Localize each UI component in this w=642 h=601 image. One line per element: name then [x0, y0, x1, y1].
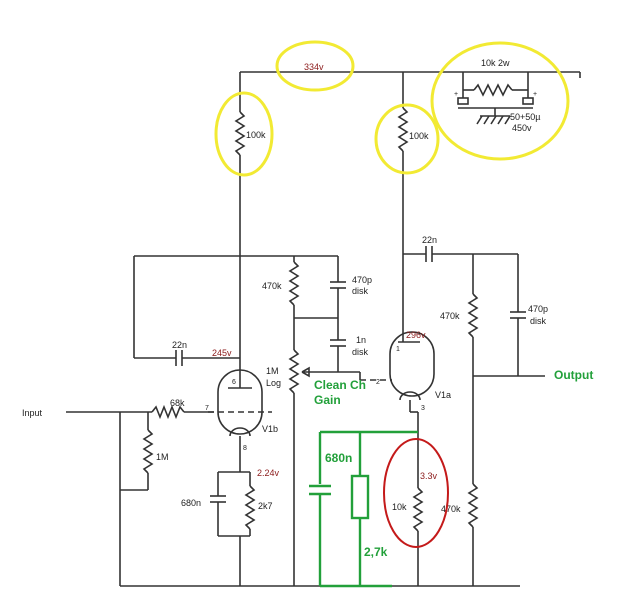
v1a-pin-1: 1 — [396, 346, 400, 353]
gain-pot-taper-label: Log — [266, 378, 281, 388]
grid-resistor-label: 68k — [170, 398, 185, 408]
v1b-pin-8: 8 — [243, 445, 247, 452]
v1a-cathode-voltage-label: 3.3v — [420, 471, 438, 481]
plate-resistor-v1a-label: 100k — [409, 131, 429, 141]
clean-channel-gain-label-line2: Gain — [314, 393, 341, 407]
coupling-cap-22n-v1a-label: 22n — [422, 235, 437, 245]
v1a-pin-2: 2 — [376, 379, 380, 386]
input-label: Input — [22, 408, 43, 418]
v1b-pin-6: 6 — [232, 379, 236, 386]
v1b-pin-7: 7 — [205, 405, 209, 412]
bypass-cap-label: 680n — [325, 451, 352, 465]
highlight-plate-resistor-v1b — [214, 91, 274, 177]
tube-v1b-label: V1b — [262, 424, 278, 434]
proposed-cathode-bypass — [309, 430, 418, 588]
highlight-plate-resistor-v1a — [374, 103, 440, 175]
filter-cap-plus-left: + — [454, 91, 458, 98]
clean-channel-gain-label: Clean Ch — [314, 378, 366, 392]
input-network — [66, 404, 214, 586]
output-cap-type-label: disk — [530, 316, 547, 326]
mid-cap-type-label: disk — [352, 347, 369, 357]
output-load-resistor-label: 470k — [441, 504, 461, 514]
gain-pot-value-label: 1M — [266, 366, 279, 376]
v1b-cathode-network — [210, 452, 256, 586]
v1b-plate-voltage-label: 245v — [212, 348, 232, 358]
mid-cap-label: 1n — [356, 335, 366, 345]
bright-cap-type-label: disk — [352, 286, 369, 296]
highlight-filter — [430, 41, 570, 161]
cathode-cap-680n-label: 680n — [181, 498, 201, 508]
plate-resistor-v1b — [234, 111, 246, 388]
tube-v1b — [208, 369, 272, 452]
treble-resistor-label: 470k — [262, 281, 282, 291]
filter-resistor — [462, 83, 529, 98]
filter-resistor-label: 10k 2w — [481, 58, 510, 68]
output-resistor-label: 470k — [440, 311, 460, 321]
b-plus-voltage-label: 334v — [304, 62, 324, 72]
highlight-v1a-cathode — [383, 438, 449, 548]
bypass-resistor-label: 2,7k — [364, 545, 388, 559]
output-cap-label: 470p — [528, 304, 548, 314]
cathode-resistor-2k7-label: 2k7 — [258, 501, 273, 511]
coupling-cap-22n-v1b-label: 22n — [172, 340, 187, 350]
b-plus-rail — [239, 71, 581, 112]
plate-resistor-v1a — [397, 107, 409, 338]
plate-resistor-v1b-label: 100k — [246, 130, 266, 140]
filter-cap-value-label: 50+50µ — [510, 112, 540, 122]
highlight-b-plus — [275, 40, 355, 92]
grid-leak-resistor-label: 1M — [156, 452, 169, 462]
tone-network — [288, 255, 392, 586]
filter-capacitor — [457, 97, 534, 125]
filter-cap-voltage-label: 450v — [512, 123, 532, 133]
filter-cap-plus-right: + — [533, 91, 537, 98]
v1a-pin-3: 3 — [421, 405, 425, 412]
tube-v1a-label: V1a — [435, 390, 451, 400]
output-network — [403, 246, 545, 586]
bright-cap-label: 470p — [352, 275, 372, 285]
v1b-cathode-voltage-label: 2.24v — [257, 468, 280, 478]
output-label: Output — [554, 368, 593, 382]
v1a-plate-voltage-label: 296v — [406, 330, 426, 340]
v1b-plate-coupling — [133, 255, 294, 366]
tube-v1a — [389, 331, 435, 430]
v1a-cathode-network — [412, 430, 424, 586]
v1a-cathode-resistor-label: 10k — [392, 502, 407, 512]
